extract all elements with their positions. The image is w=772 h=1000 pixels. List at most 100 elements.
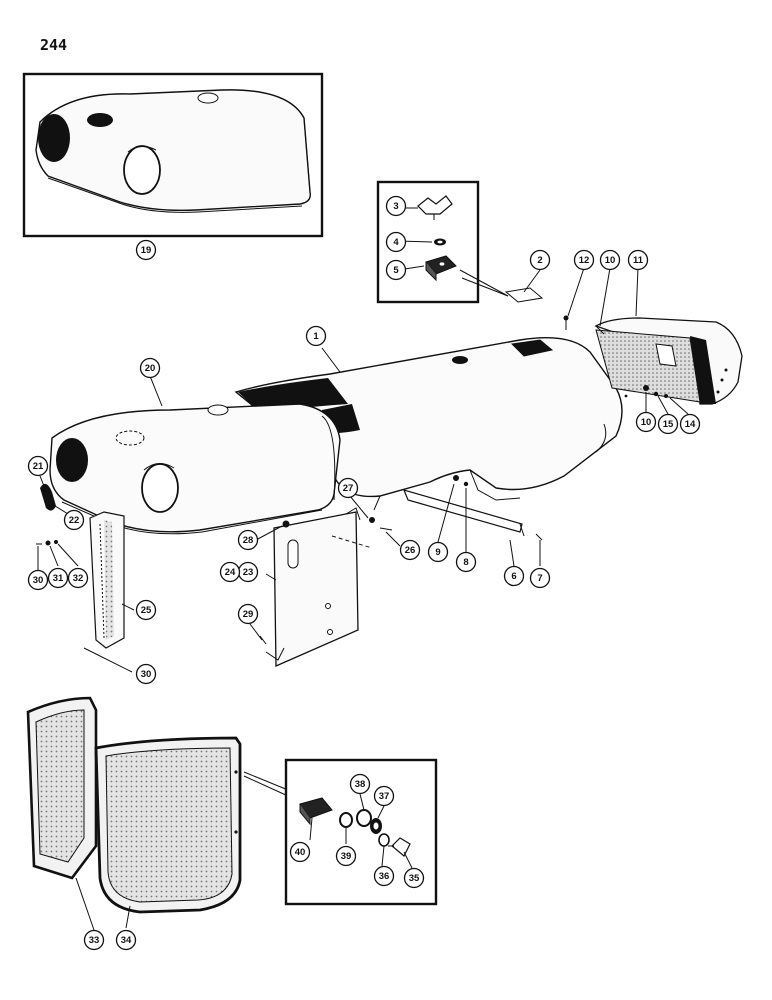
callout-5: 5 [385,259,407,281]
callout-circle [599,249,621,271]
callout-circle [373,865,395,887]
callout-label: 27 [343,483,354,494]
callout-circle [529,567,551,589]
callout-label: 14 [685,419,696,430]
callout-circle [373,785,395,807]
callout-circle [635,411,657,433]
latch-icon [40,483,56,511]
callout-label: 35 [409,873,420,884]
headlight-hole-icon [38,114,70,162]
callout-circle [385,195,407,217]
callout-26: 26 [399,539,421,561]
callout-label: 34 [121,935,132,946]
callout-11: 11 [627,249,649,271]
callout-label: 29 [243,609,254,620]
callout-circle [627,249,649,271]
callout-14: 14 [679,413,701,435]
callout-label: 9 [435,547,440,558]
callout-28: 28 [237,529,259,551]
callout-label: 1 [313,331,319,342]
plate-part [504,287,544,303]
callout-label: 36 [379,871,390,882]
callout-9: 9 [427,541,449,563]
brace-bar [402,475,543,541]
front-grille-pair [26,696,289,914]
callout-circle [115,929,137,951]
callout-circle [27,569,49,591]
callout-24: 24 [219,561,241,583]
callout-label: 8 [463,557,468,568]
callout-label: 10 [605,255,616,266]
callout-label: 5 [393,265,399,276]
callout-circle [657,413,679,435]
callout-circle [503,565,525,587]
callout-circle [385,231,407,253]
callout-6: 6 [503,565,525,587]
side-strip [36,483,125,653]
callout-1: 1 [305,325,327,347]
callout-circle [337,477,359,499]
callout-27: 27 [337,477,359,499]
callout-label: 21 [33,461,44,472]
callout-2: 2 [529,249,551,271]
callout-38: 38 [349,773,371,795]
callout-22: 22 [63,509,85,531]
callout-circle [335,845,357,867]
callout-circle [399,539,421,561]
callout-35: 35 [403,867,425,889]
callout-label: 24 [225,567,236,578]
callout-circle [135,239,157,261]
callout-29: 29 [237,603,259,625]
callout-8: 8 [455,551,477,573]
callout-12: 12 [573,249,595,271]
callout-label: 22 [69,515,80,526]
callout-23: 23 [237,561,259,583]
callout-circle [63,509,85,531]
callout-40: 40 [289,841,311,863]
callout-label: 23 [243,567,254,578]
callout-label: 12 [579,255,590,266]
callout-label: 7 [537,573,542,584]
callout-7: 7 [529,567,551,589]
callout-label: 11 [633,255,644,266]
page-number: 244 [40,36,67,54]
callout-4: 4 [385,231,407,253]
side-panel [259,507,393,667]
front-hood-headlight-hole-icon [56,438,88,482]
callout-circle [427,541,449,563]
callout-19: 19 [135,239,157,261]
callout-circle [529,249,551,271]
callout-31: 31 [47,567,69,589]
callout-10: 10 [599,249,621,271]
callout-36: 36 [373,865,395,887]
callout-circle [573,249,595,271]
callout-circle [47,567,69,589]
callout-21: 21 [27,455,49,477]
callout-label: 30 [33,575,44,586]
callout-label: 25 [141,605,152,616]
callout-circle [237,603,259,625]
callout-15: 15 [657,413,679,435]
callout-label: 10 [641,417,652,428]
leader-lines [37,207,689,931]
callout-25: 25 [135,599,157,621]
callout-label: 20 [145,363,156,374]
callout-circle [289,841,311,863]
callout-label: 40 [295,847,306,858]
main-hood-assembly [49,337,628,535]
callout-label: 2 [537,255,542,266]
callout-10: 10 [635,411,657,433]
callout-3: 3 [385,195,407,217]
callout-label: 15 [663,419,674,430]
nose-cover-assembly [563,315,743,405]
callout-33: 33 [83,929,105,951]
callout-circle [385,259,407,281]
callout-circle [305,325,327,347]
callout-label: 30 [141,669,152,680]
callout-30: 30 [27,569,49,591]
callout-label: 37 [379,791,390,802]
callout-circle [237,529,259,551]
callout-32: 32 [67,567,89,589]
